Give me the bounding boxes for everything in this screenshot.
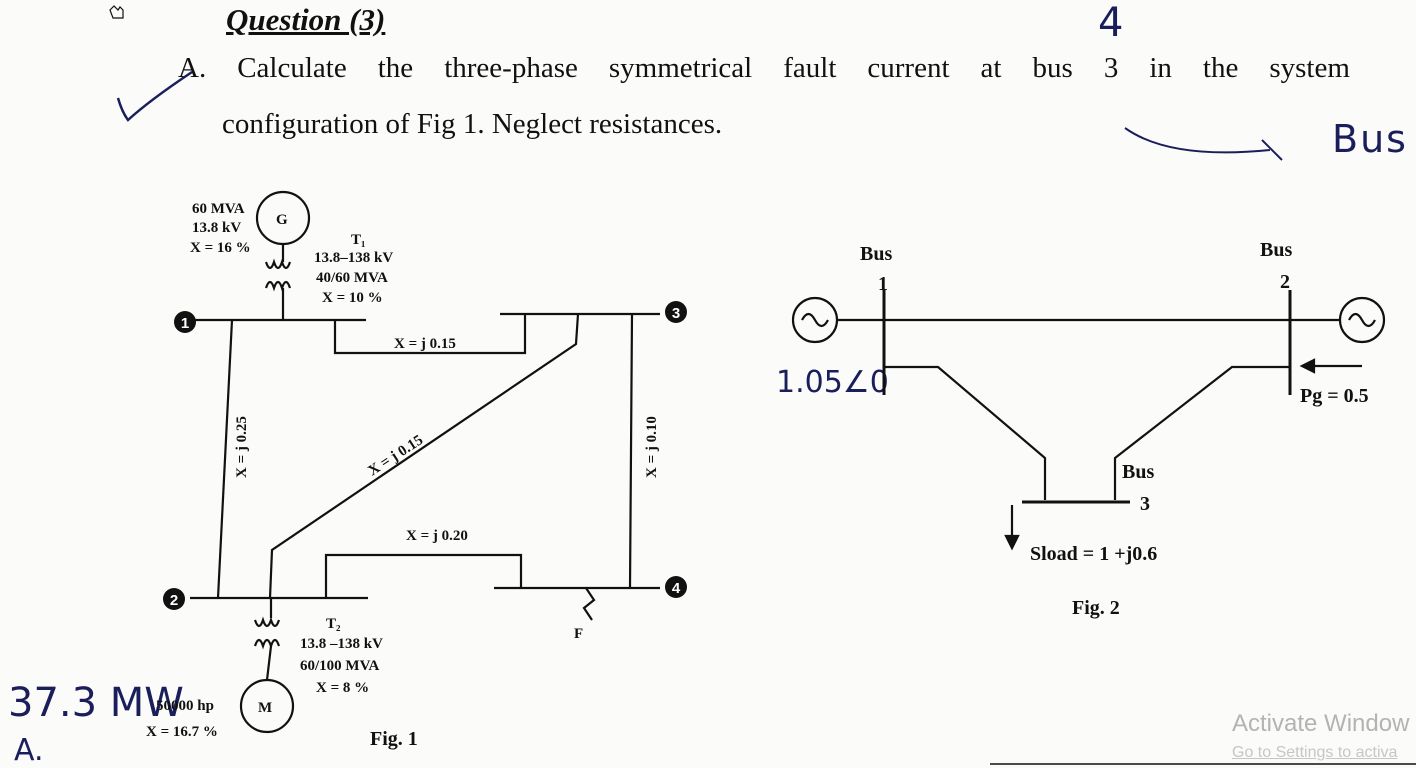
word: current xyxy=(867,52,950,84)
t1-rating-1: 13.8–138 kV xyxy=(314,250,393,266)
bus-3-number: 3 xyxy=(672,305,680,322)
motor-symbol: M xyxy=(258,700,272,716)
handwritten-mw: 37.3 MW xyxy=(8,680,184,726)
bus-2-number: 2 xyxy=(170,592,178,609)
word: Calculate xyxy=(237,52,347,84)
gen-rating-2: 13.8 kV xyxy=(192,220,241,236)
checkmark-icon xyxy=(116,70,193,122)
word: 3 xyxy=(1103,52,1119,84)
line-24-label: X = j 0.20 xyxy=(406,528,468,544)
fig1-line-12 xyxy=(216,319,234,599)
transformer-t2-icon xyxy=(253,616,281,628)
word: fault xyxy=(783,52,837,84)
handwritten-four: 4 xyxy=(1098,0,1124,46)
question-part-a-line1: A. Calculate the three-phase symmetrical… xyxy=(178,52,1350,85)
line-34-label: X = j 0.10 xyxy=(644,416,660,478)
t1-rating-3: X = 10 % xyxy=(322,290,383,306)
t2-rating-2: 60/100 MVA xyxy=(300,658,379,674)
gen-rating-3: X = 16 % xyxy=(190,240,251,256)
fig2-line-23 xyxy=(1113,365,1290,500)
motor-rating-1: 50000 hp xyxy=(156,698,214,714)
word: in xyxy=(1149,52,1172,84)
t2-name: T₂ xyxy=(326,616,341,632)
gen-symbol: G xyxy=(276,212,288,228)
word: three-phase xyxy=(444,52,578,84)
fig2-bus1-number: 1 xyxy=(878,273,888,295)
fig2-sload-label: Sload = 1 +j0.6 xyxy=(1030,543,1157,565)
bus-1-number: 1 xyxy=(181,315,189,332)
activation-watermark-title: Activate Window xyxy=(1232,710,1410,737)
question-title: Question (3) xyxy=(226,2,386,37)
fig1-caption: Fig. 1 xyxy=(370,728,418,750)
word: the xyxy=(1202,52,1239,84)
fig1-line-34 xyxy=(628,313,634,589)
fig2-bus1-label: Bus xyxy=(860,243,892,265)
fig2-caption: Fig. 2 xyxy=(1072,597,1120,619)
t2-rating-1: 13.8 –138 kV xyxy=(300,636,383,652)
fig2-generator-2-icon xyxy=(1338,296,1386,344)
bus-3-badge xyxy=(665,301,687,323)
hand-cursor-icon xyxy=(109,5,124,19)
fig2-bus2-number: 2 xyxy=(1280,271,1290,293)
fig2-bus2-label: Bus xyxy=(1260,239,1292,261)
bus-1-badge xyxy=(174,311,196,333)
handwritten-bus: Bus xyxy=(1332,117,1408,161)
fig1-bus-badges: 1 2 3 4 xyxy=(163,301,687,610)
fig2-pg-label: Pg = 0.5 xyxy=(1300,385,1369,407)
t1-name: T₁ xyxy=(351,232,366,248)
fig2-generator-1-icon xyxy=(791,296,839,344)
activation-watermark-link[interactable]: Go to Settings to activa xyxy=(1232,744,1398,761)
fig2-line-13 xyxy=(884,365,1047,500)
handwritten-a: A. xyxy=(14,733,44,768)
word: system xyxy=(1269,52,1350,84)
fig1-line-24 xyxy=(324,553,523,598)
word: bus xyxy=(1032,52,1073,84)
motor-rating-2: X = 16.7 % xyxy=(146,724,218,740)
fig1-line-13 xyxy=(333,314,527,355)
word: symmetrical xyxy=(608,52,753,84)
line-12-label: X = j 0.25 xyxy=(234,416,250,478)
fig2-bus3-number: 3 xyxy=(1140,493,1150,515)
t2-rating-3: X = 8 % xyxy=(316,680,369,696)
bus-4-number: 4 xyxy=(672,580,681,597)
word: the xyxy=(377,52,414,84)
bus-2-badge xyxy=(163,588,185,610)
line-13-label: X = j 0.15 xyxy=(394,336,456,352)
motor-icon xyxy=(239,678,295,734)
handwritten-arrow-icon xyxy=(1124,127,1283,161)
gen-rating-1: 60 MVA xyxy=(192,201,245,217)
line-23-label: X = j 0.15 xyxy=(365,432,426,479)
t1-rating-2: 40/60 MVA xyxy=(316,270,388,286)
fault-label: F xyxy=(574,626,583,642)
handwritten-voltage: 1.05∠0 xyxy=(776,365,889,400)
fig1-line-23 xyxy=(268,313,580,599)
question-part-a-line2: configuration of Fig 1. Neglect resistan… xyxy=(222,108,723,140)
transformer-t1-icon xyxy=(264,258,292,270)
bus-4-badge xyxy=(665,576,687,598)
fault-icon xyxy=(582,587,596,621)
word: at xyxy=(980,52,1002,84)
fig2-bus3-label: Bus xyxy=(1122,461,1154,483)
